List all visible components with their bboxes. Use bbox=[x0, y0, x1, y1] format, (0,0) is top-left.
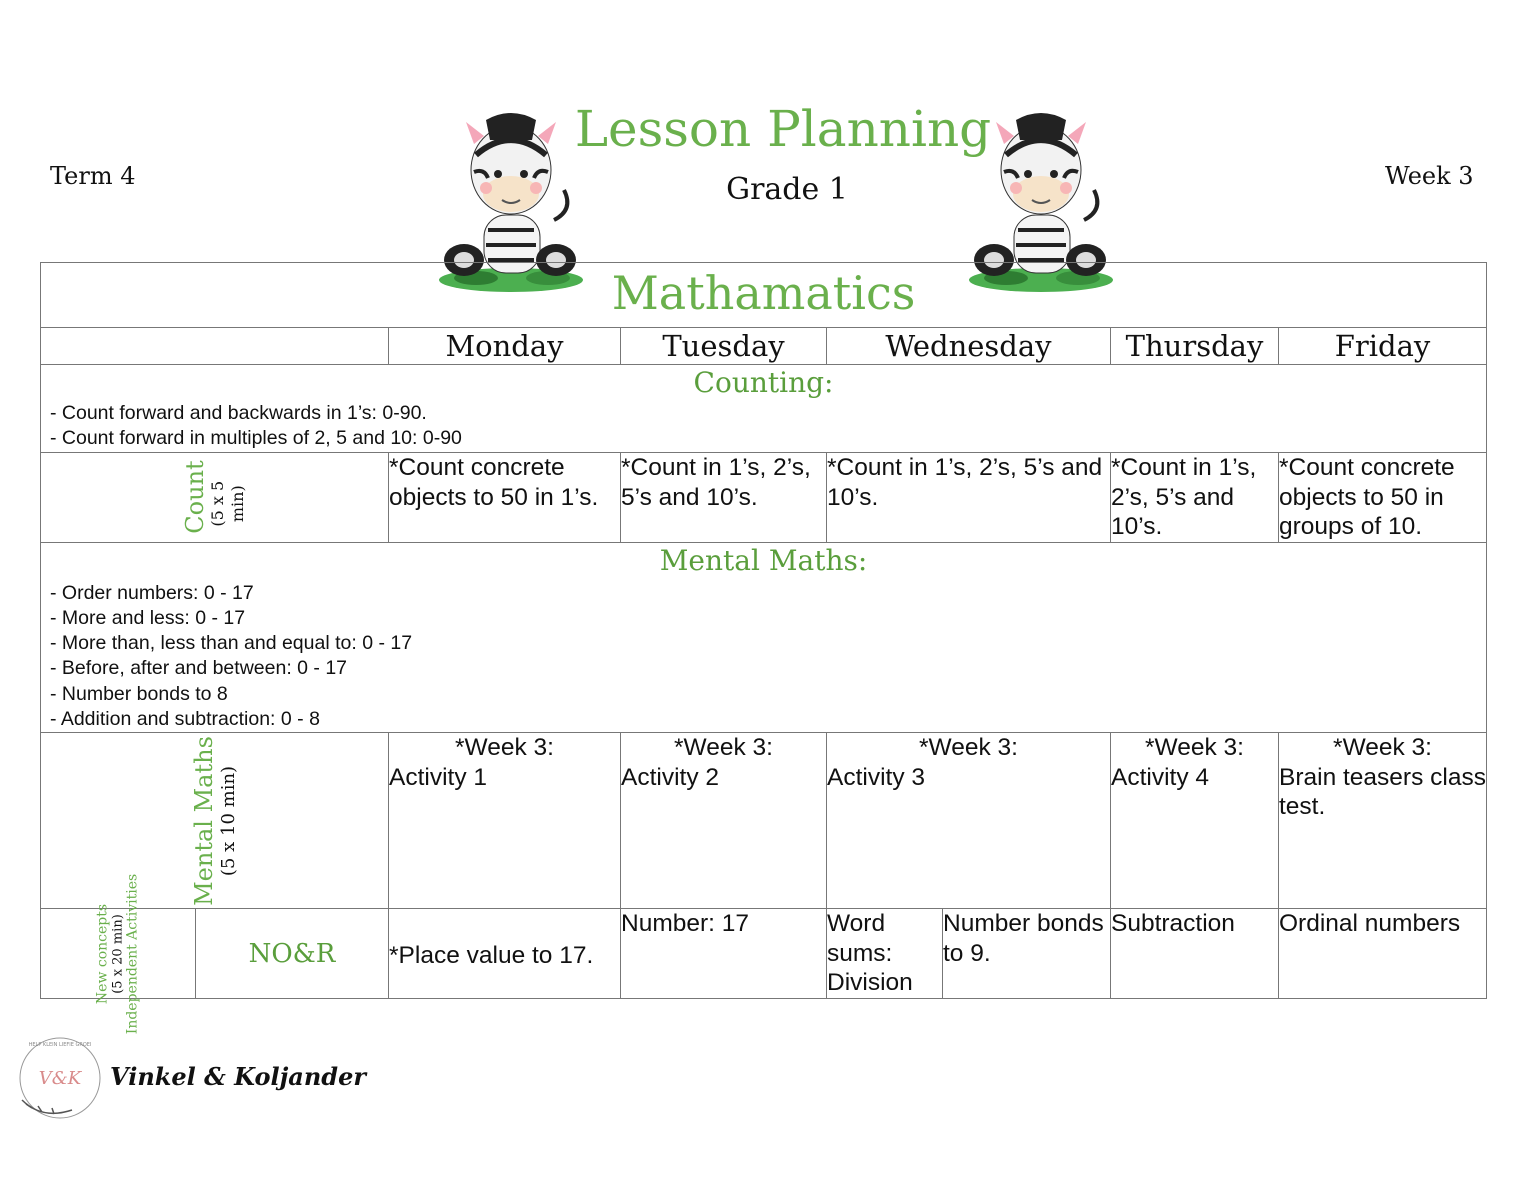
new-concepts-thursday: Subtraction bbox=[1110, 908, 1279, 999]
week-label: Week 3 bbox=[1385, 162, 1474, 190]
mental-bullet: - More than, less than and equal to: 0 -… bbox=[50, 632, 413, 655]
new-concepts-wednesday-a: Word sums: Division bbox=[826, 908, 943, 999]
new-concepts-label-cell: New concepts (5 x 20 min) Independent Ac… bbox=[40, 873, 196, 1034]
blank-header-cell bbox=[40, 327, 389, 365]
mental-wednesday-line2: Activity 3 bbox=[827, 763, 926, 791]
brand-logo-initials: V&K bbox=[39, 1068, 83, 1089]
brand-logo: V&K HELP KLEIN LIEFIE GROEI bbox=[19, 1037, 101, 1119]
counting-duration: (5 x 5 min) bbox=[207, 481, 247, 527]
grade-label: Grade 1 bbox=[726, 172, 848, 207]
days-header-row: Monday Tuesday Wednesday Thursday Friday bbox=[40, 327, 1488, 365]
mental-thursday-line2: Activity 4 bbox=[1111, 763, 1210, 791]
mental-monday-line2: Activity 1 bbox=[389, 763, 488, 791]
day-thursday: Thursday bbox=[1110, 327, 1279, 365]
day-monday: Monday bbox=[388, 327, 621, 365]
counting-tuesday: *Count in 1’s, 2’s, 5’s and 10’s. bbox=[620, 452, 827, 543]
mental-thursday-line1: *Week 3: bbox=[1145, 734, 1244, 762]
term-label: Term 4 bbox=[50, 162, 136, 190]
mental-title: Mental Maths: bbox=[659, 543, 868, 577]
counting-label-cell: Count (5 x 5 min) bbox=[40, 452, 389, 543]
mental-friday-line1: *Week 3: bbox=[1333, 734, 1432, 762]
day-tuesday: Tuesday bbox=[620, 327, 827, 365]
mental-monday: *Week 3: Activity 1 bbox=[388, 732, 621, 910]
brand-name: Vinkel & Koljander bbox=[110, 1062, 366, 1091]
mental-label: Mental Maths (5 x 10 min) bbox=[190, 736, 240, 906]
day-wednesday: Wednesday bbox=[826, 327, 1111, 365]
mental-monday-line1: *Week 3: bbox=[455, 734, 554, 762]
mental-wednesday-line1: *Week 3: bbox=[919, 734, 1018, 762]
mental-duration: (5 x 10 min) bbox=[217, 765, 239, 876]
subject-row: Mathamatics bbox=[39, 262, 1488, 328]
mental-bullet: - Number bonds to 8 bbox=[50, 682, 228, 705]
counting-wednesday: *Count in 1’s, 2’s, 5’s and 10’s. bbox=[826, 452, 1111, 543]
counting-row: Count (5 x 5 min) *Count concrete object… bbox=[40, 452, 1488, 543]
counting-friday: *Count concrete objects to 50 in groups … bbox=[1277, 452, 1488, 543]
counting-bullet: - Count forward and backwards in 1’s: 0-… bbox=[50, 402, 427, 424]
mental-bullet: - Before, after and between: 0 - 17 bbox=[50, 657, 348, 680]
new-concepts-wednesday-b: Number bonds to 9. bbox=[942, 908, 1111, 999]
day-friday: Friday bbox=[1277, 327, 1488, 365]
mental-wednesday: *Week 3: Activity 3 bbox=[826, 732, 1111, 910]
mental-row: Mental Maths (5 x 10 min) *Week 3: Activ… bbox=[40, 732, 1488, 910]
counting-band: Counting: - Count forward and backwards … bbox=[39, 364, 1488, 453]
new-concepts-row: New concepts (5 x 20 min) Independent Ac… bbox=[40, 873, 1488, 1034]
lesson-plan-table: Mathamatics Monday Tuesday Wednesday Thu… bbox=[39, 262, 1488, 1034]
mental-bullet: - Order numbers: 0 - 17 bbox=[50, 581, 254, 604]
counting-thursday: *Count in 1’s, 2’s, 5’s and 10’s. bbox=[1110, 452, 1279, 543]
mental-band-row: Mental Maths: - Order numbers: 0 - 17 - … bbox=[39, 541, 1488, 734]
independent-activities-label: Independent Activities bbox=[124, 873, 141, 1034]
new-concepts-label-text: New concepts bbox=[94, 903, 111, 1004]
counting-bullet: - Count forward in multiples of 2, 5 and… bbox=[50, 427, 462, 450]
mental-label-cell: Mental Maths (5 x 10 min) bbox=[40, 732, 389, 910]
mental-friday-line2: Brain teasers class test. bbox=[1279, 763, 1486, 821]
subject-title: Mathamatics bbox=[39, 262, 1488, 328]
counting-band-row: Counting: - Count forward and backwards … bbox=[39, 364, 1488, 453]
mental-bullet: - Addition and subtraction: 0 - 8 bbox=[50, 707, 320, 730]
new-concepts-monday: *Place value to 17. bbox=[388, 908, 621, 999]
mental-bullet: - More and less: 0 - 17 bbox=[50, 606, 246, 629]
mental-tuesday-line1: *Week 3: bbox=[674, 734, 773, 762]
counting-label: Count (5 x 5 min) bbox=[180, 460, 248, 534]
new-concepts-tuesday: Number: 17 bbox=[620, 908, 827, 999]
counting-label-text: Count bbox=[180, 460, 209, 534]
mental-band: Mental Maths: - Order numbers: 0 - 17 - … bbox=[39, 541, 1488, 734]
counting-title: Counting: bbox=[693, 366, 834, 399]
counting-bullets: - Count forward and backwards in 1’s: 0-… bbox=[41, 399, 1486, 452]
mental-thursday: *Week 3: Activity 4 bbox=[1110, 732, 1279, 910]
new-concepts-label: New concepts (5 x 20 min) Independent Ac… bbox=[94, 873, 141, 1034]
new-concepts-friday: Ordinal numbers bbox=[1277, 908, 1488, 999]
page-title: Lesson Planning bbox=[574, 100, 992, 158]
mental-label-text: Mental Maths bbox=[189, 735, 218, 906]
mental-tuesday: *Week 3: Activity 2 bbox=[620, 732, 827, 910]
new-concepts-duration: (5 x 20 min) bbox=[110, 913, 126, 994]
counting-monday: *Count concrete objects to 50 in 1’s. bbox=[388, 452, 621, 543]
new-concepts-topic: NO&R bbox=[195, 908, 389, 999]
mental-tuesday-line2: Activity 2 bbox=[621, 763, 720, 791]
mental-friday: *Week 3: Brain teasers class test. bbox=[1277, 732, 1488, 910]
brand-logo-ring-text: HELP KLEIN LIEFIE GROEI bbox=[29, 1042, 92, 1048]
mental-bullets: - Order numbers: 0 - 17 - More and less:… bbox=[41, 577, 1486, 733]
